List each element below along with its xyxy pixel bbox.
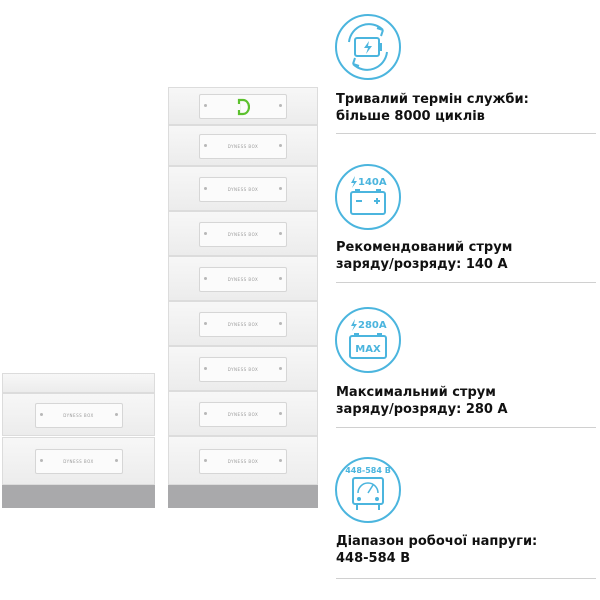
feature-line: заряду/розряду: 140 А xyxy=(336,257,508,272)
battery-module: DYNESS BOX xyxy=(168,256,318,301)
battery-module: DYNESS BOX xyxy=(168,125,318,166)
module-panel: DYNESS BOX xyxy=(199,448,287,474)
icon-label: 280A xyxy=(358,320,387,331)
feature-line: Максимальний струм xyxy=(336,385,496,400)
feature-line: більше 8000 циклів xyxy=(336,109,485,124)
feature-line: Рекомендований струм xyxy=(336,240,513,255)
battery-max-current-icon: 280A MAX xyxy=(335,307,401,373)
module-panel: DYNESS BOX xyxy=(199,401,287,427)
module-brand-label: DYNESS BOX xyxy=(227,231,259,237)
feature-line: 448-584 B xyxy=(336,551,411,566)
max-badge: MAX xyxy=(355,344,381,355)
battery-base xyxy=(2,485,155,508)
battery-controller-module xyxy=(168,87,318,125)
divider xyxy=(336,282,596,283)
feature-line: Тривалий термін служби: xyxy=(336,92,529,107)
battery-base xyxy=(168,485,318,508)
module-brand-label: DYNESS BOX xyxy=(227,411,259,417)
module-brand-label: DYNESS BOX xyxy=(227,276,259,282)
feature-line: заряду/розряду: 280 А xyxy=(336,402,508,417)
module-brand-label: DYNESS BOX xyxy=(227,458,259,464)
module-panel: DYNESS BOX xyxy=(199,311,287,337)
feature-text: Тривалий термін служби: більше 8000 цикл… xyxy=(336,91,586,125)
module-brand-label: DYNESS BOX xyxy=(63,459,94,464)
battery-module: DYNESS BOX xyxy=(2,393,155,436)
module-panel: DYNESS BOX xyxy=(199,176,287,202)
battery-module: DYNESS BOX xyxy=(168,301,318,346)
icon-label: 140A xyxy=(358,177,387,188)
module-brand-label: DYNESS BOX xyxy=(227,186,259,192)
module-brand-label: DYNESS BOX xyxy=(227,366,259,372)
module-panel: DYNESS BOX xyxy=(34,449,123,474)
feature-line: Діапазон робочої напруги: xyxy=(336,534,538,549)
battery-module: DYNESS BOX xyxy=(168,436,318,485)
battery-module: DYNESS BOX xyxy=(168,166,318,211)
module-panel: DYNESS BOX xyxy=(34,402,123,428)
battery-module: DYNESS BOX xyxy=(2,437,155,485)
module-panel: DYNESS BOX xyxy=(199,356,287,382)
battery-cycle-icon xyxy=(335,14,401,80)
feature-text: Максимальний струм заряду/розряду: 280 А xyxy=(336,384,586,418)
module-panel: DYNESS BOX xyxy=(199,133,287,159)
battery-module: DYNESS BOX xyxy=(168,211,318,256)
battery-module: DYNESS BOX xyxy=(168,346,318,391)
module-brand-label: DYNESS BOX xyxy=(227,143,259,149)
voltage-gauge-icon: 448-584 B xyxy=(335,457,401,523)
divider xyxy=(336,578,596,579)
divider xyxy=(336,427,596,428)
battery-module-top-cover xyxy=(2,373,155,393)
brand-logo-icon xyxy=(237,98,250,116)
feature-text: Діапазон робочої напруги: 448-584 B xyxy=(336,533,586,567)
icon-label: 448-584 B xyxy=(345,466,391,475)
module-panel: DYNESS BOX xyxy=(199,221,287,247)
module-brand-label: DYNESS BOX xyxy=(63,412,94,418)
divider xyxy=(336,133,596,134)
controller-panel xyxy=(199,94,287,119)
battery-current-icon: 140A xyxy=(335,164,401,230)
battery-module: DYNESS BOX xyxy=(168,391,318,436)
module-panel: DYNESS BOX xyxy=(199,266,287,292)
feature-text: Рекомендований струм заряду/розряду: 140… xyxy=(336,239,586,273)
module-brand-label: DYNESS BOX xyxy=(227,321,259,327)
